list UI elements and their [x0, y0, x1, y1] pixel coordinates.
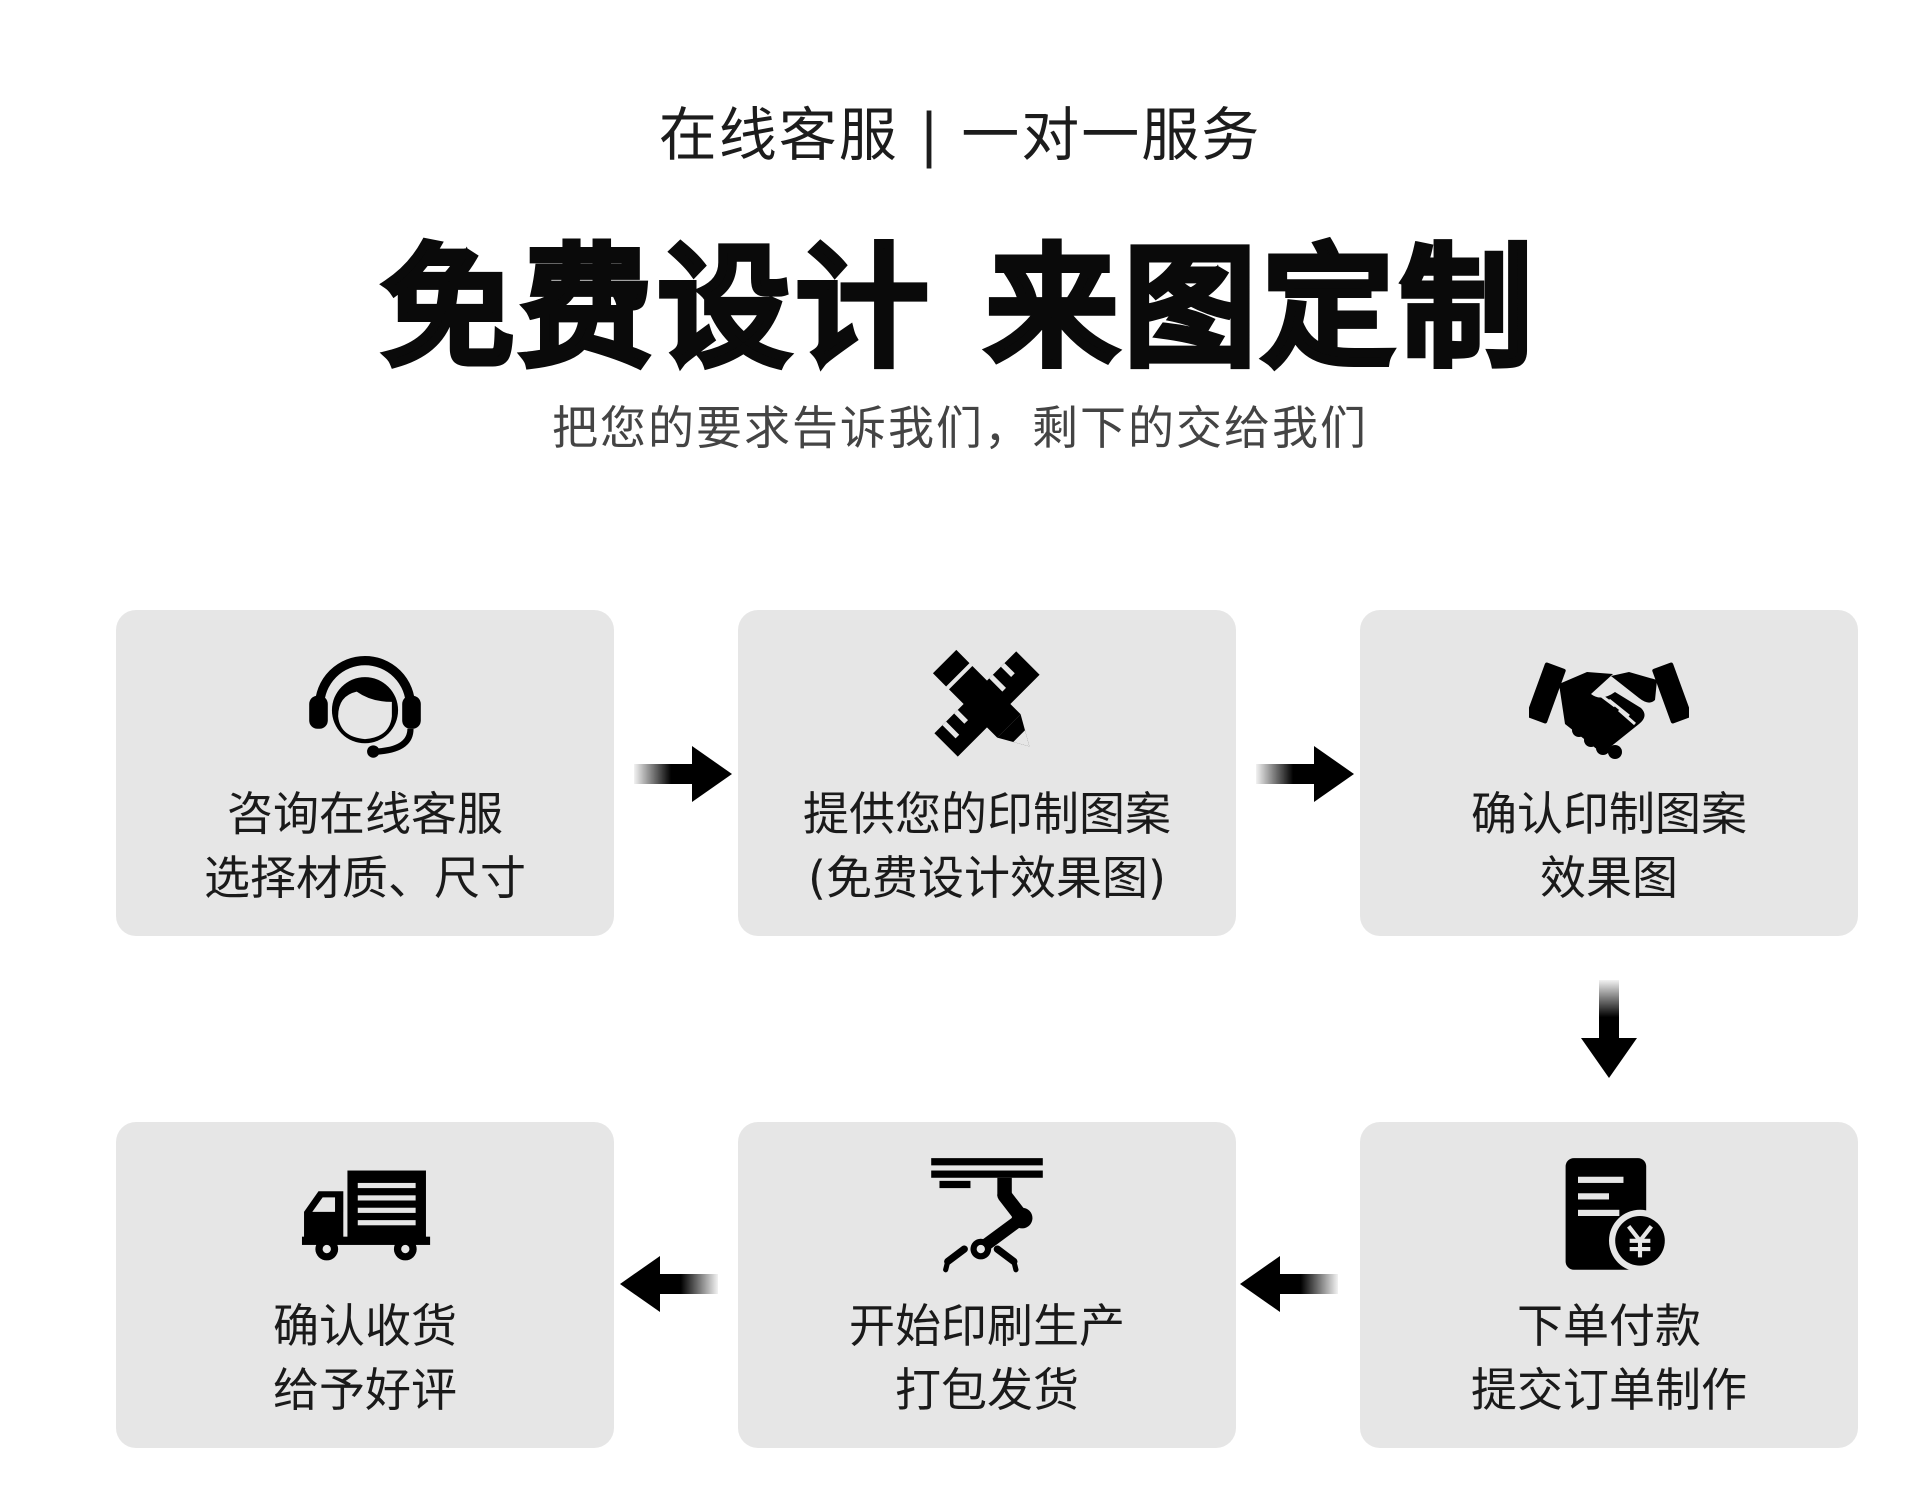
step-label-line1: 下单付款 [1517, 1299, 1701, 1353]
header-kicker: 在线客服 | 一对一服务 [658, 101, 1262, 169]
step-label-line1: 提供您的印制图案 [803, 787, 1171, 841]
step-label-line2: 效果图 [1540, 851, 1678, 905]
step-label-line2: 提交订单制作 [1471, 1363, 1747, 1417]
step-label-line2: 选择材质、尺寸 [204, 851, 526, 905]
step-card-receive: 确认收货 给予好评 [116, 1122, 614, 1448]
handshake-icon [1360, 640, 1858, 768]
step-label-line1: 确认印制图案 [1471, 787, 1747, 841]
step-label-line1: 开始印刷生产 [849, 1299, 1125, 1353]
arrow-left-icon [1240, 1256, 1338, 1312]
step-card-provide-design: 提供您的印制图案 (免费设计效果图) [738, 610, 1236, 936]
invoice-yen-icon [1360, 1152, 1858, 1280]
step-card-confirm-design: 确认印制图案 效果图 [1360, 610, 1858, 936]
arrow-left-icon [620, 1256, 718, 1312]
step-label-line1: 确认收货 [273, 1299, 457, 1353]
step-card-consult: 咨询在线客服 选择材质、尺寸 [116, 610, 614, 936]
step-label-line2: (免费设计效果图) [808, 851, 1166, 905]
pencil-ruler-icon [738, 640, 1236, 768]
headset-icon [116, 640, 614, 768]
delivery-truck-icon [116, 1152, 614, 1280]
robot-arm-icon [738, 1152, 1236, 1280]
arrow-down-icon [1581, 980, 1637, 1078]
step-card-order-payment: 下单付款 提交订单制作 [1360, 1122, 1858, 1448]
arrow-right-icon [634, 746, 732, 802]
arrow-right-icon [1256, 746, 1354, 802]
step-card-production: 开始印刷生产 打包发货 [738, 1122, 1236, 1448]
page-subtitle: 把您的要求告诉我们，剩下的交给我们 [552, 401, 1368, 455]
step-label-line2: 打包发货 [895, 1363, 1079, 1417]
step-label-line1: 咨询在线客服 [227, 787, 503, 841]
step-label-line2: 给予好评 [273, 1363, 457, 1417]
page-title: 免费设计 来图定制 [380, 230, 1538, 389]
